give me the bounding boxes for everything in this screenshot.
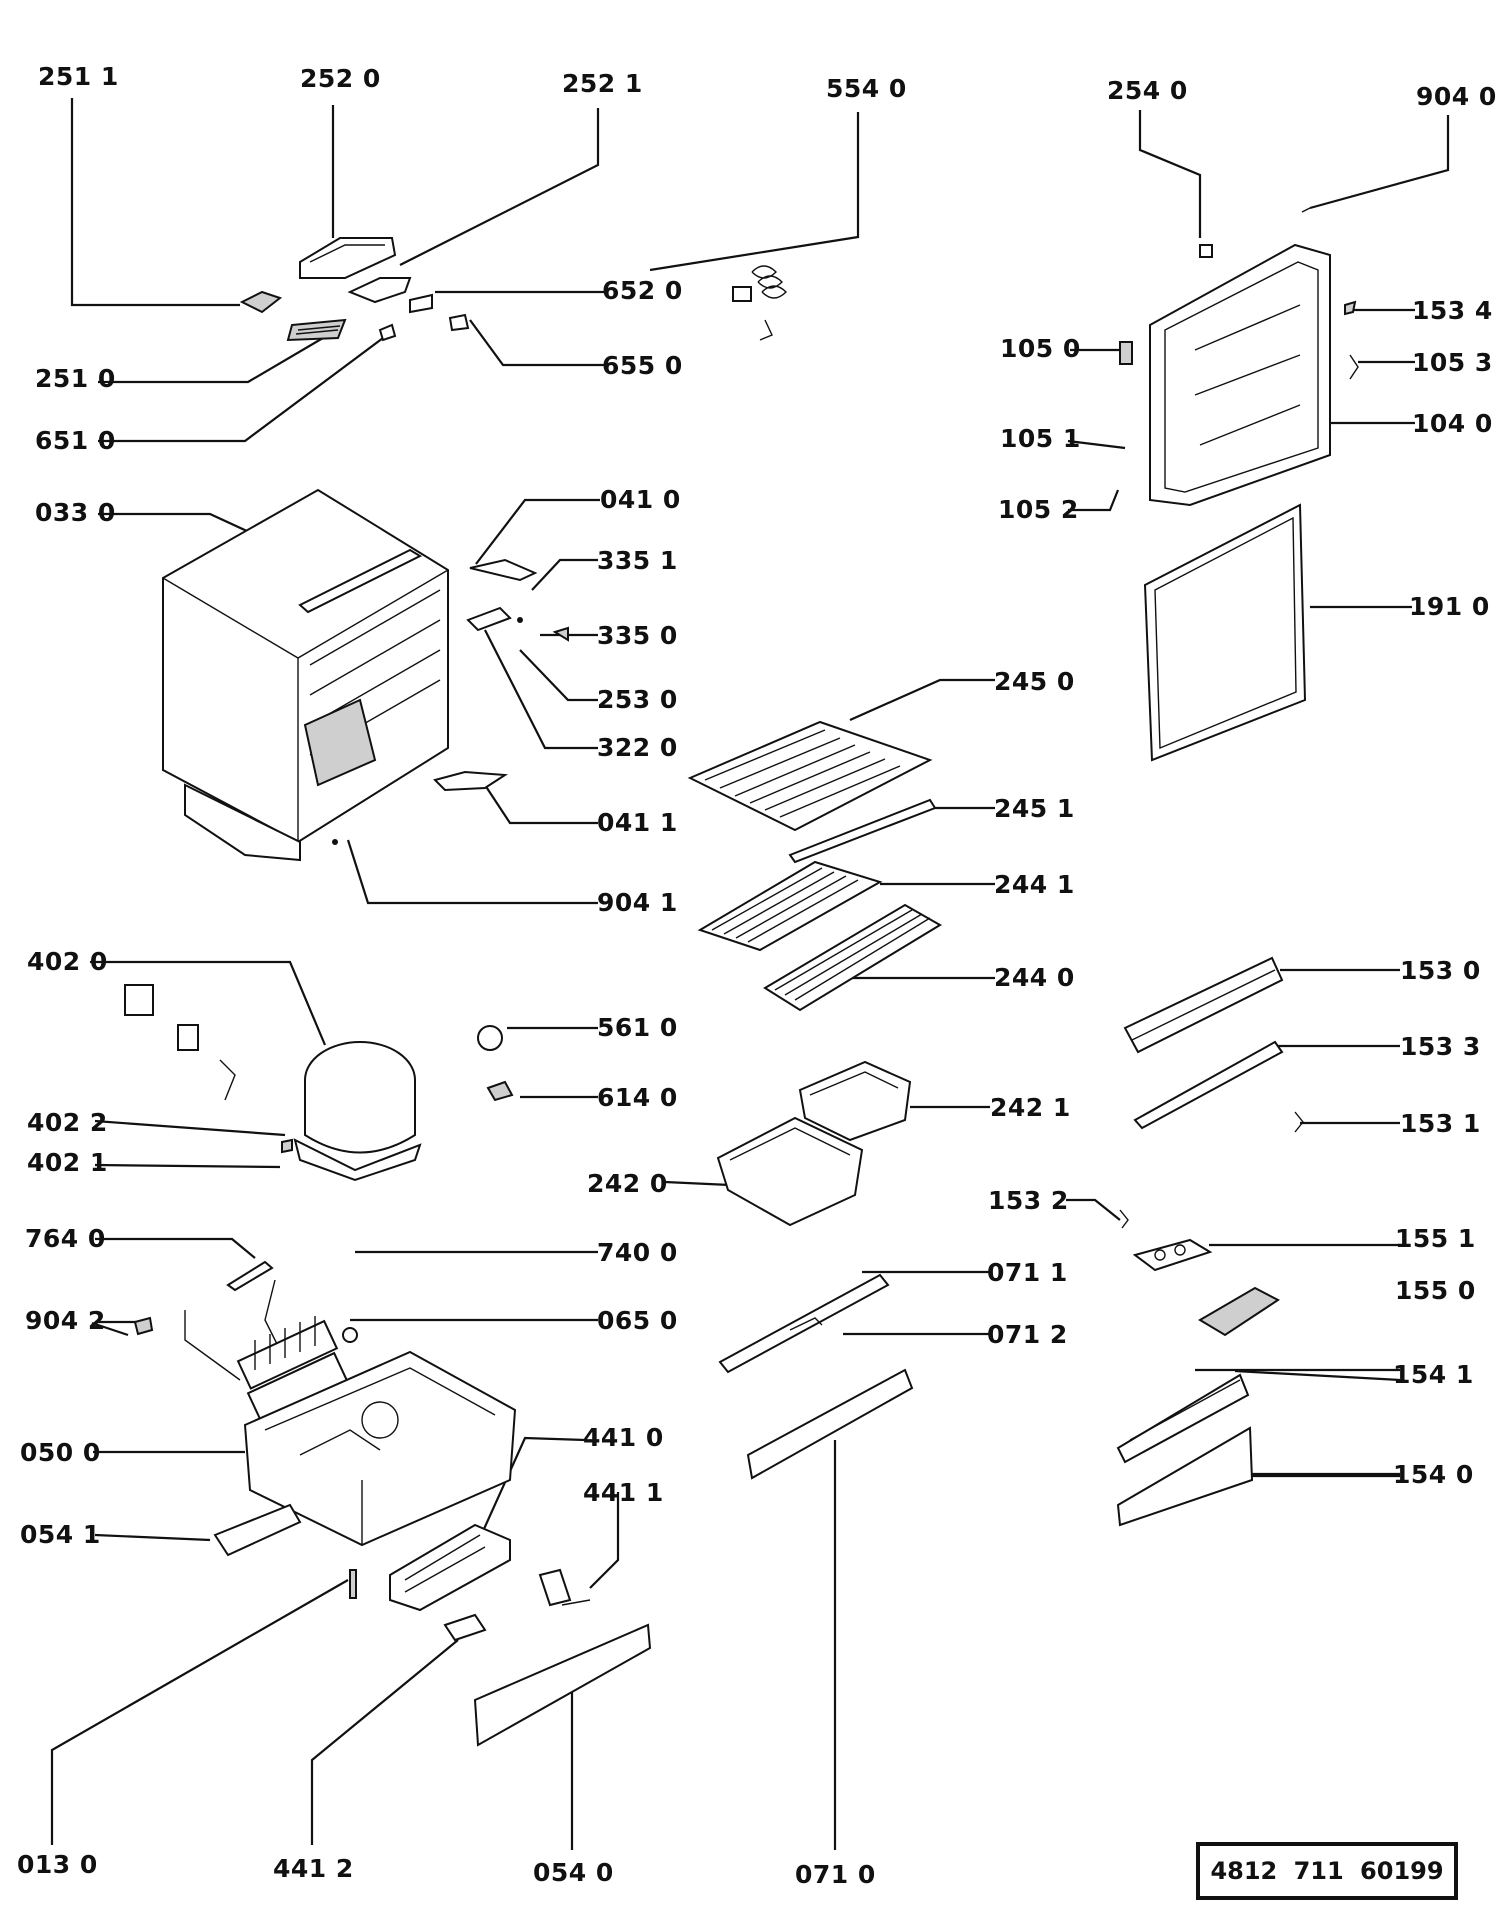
part-label-071-1: 071 1 [987, 1258, 1068, 1287]
part-label-335-0: 335 0 [597, 621, 678, 650]
part-label-651-0: 651 0 [35, 426, 116, 455]
part-label-242-0: 242 0 [587, 1169, 668, 1198]
part-label-655-0: 655 0 [602, 351, 683, 380]
part-label-904-1: 904 1 [597, 888, 678, 917]
part-label-402-1: 402 1 [27, 1148, 108, 1177]
part-label-071-2: 071 2 [987, 1320, 1068, 1349]
part-label-253-0: 253 0 [597, 685, 678, 714]
part-label-104-0: 104 0 [1412, 409, 1493, 438]
part-label-154-1: 154 1 [1393, 1360, 1474, 1389]
part-label-153-0: 153 0 [1400, 956, 1481, 985]
part-label-242-1: 242 1 [990, 1093, 1071, 1122]
part-label-105-1: 105 1 [1000, 424, 1081, 453]
part-label-013-0: 013 0 [17, 1850, 98, 1879]
part-label-561-0: 561 0 [597, 1013, 678, 1042]
reference-code-box: 4812 711 60199 [1196, 1842, 1458, 1900]
part-label-245-1: 245 1 [994, 794, 1075, 823]
part-label-153-2: 153 2 [988, 1186, 1069, 1215]
part-label-153-3: 153 3 [1400, 1032, 1481, 1061]
part-label-041-0: 041 0 [600, 485, 681, 514]
part-label-252-0: 252 0 [300, 64, 381, 93]
part-label-251-0: 251 0 [35, 364, 116, 393]
part-label-191-0: 191 0 [1409, 592, 1490, 621]
part-label-335-1: 335 1 [597, 546, 678, 575]
part-label-652-0: 652 0 [602, 276, 683, 305]
part-label-105-0: 105 0 [1000, 334, 1081, 363]
part-label-154-0: 154 0 [1393, 1460, 1474, 1489]
part-label-245-0: 245 0 [994, 667, 1075, 696]
part-label-441-0: 441 0 [583, 1423, 664, 1452]
part-label-244-0: 244 0 [994, 963, 1075, 992]
part-label-033-0: 033 0 [35, 498, 116, 527]
part-label-050-0: 050 0 [20, 1438, 101, 1467]
part-label-322-0: 322 0 [597, 733, 678, 762]
part-label-153-1: 153 1 [1400, 1109, 1481, 1138]
part-label-041-1: 041 1 [597, 808, 678, 837]
part-label-614-0: 614 0 [597, 1083, 678, 1112]
part-label-155-0: 155 0 [1395, 1276, 1476, 1305]
part-label-904-2: 904 2 [25, 1306, 106, 1335]
part-label-441-2: 441 2 [273, 1854, 354, 1883]
part-drawings [124, 207, 1359, 1747]
part-label-740-0: 740 0 [597, 1238, 678, 1267]
part-label-065-0: 065 0 [597, 1306, 678, 1335]
part-label-254-0: 254 0 [1107, 76, 1188, 105]
part-label-402-2: 402 2 [27, 1108, 108, 1137]
part-label-153-4: 153 4 [1412, 296, 1493, 325]
part-label-402-0: 402 0 [27, 947, 108, 976]
part-label-244-1: 244 1 [994, 870, 1075, 899]
part-label-054-0: 054 0 [533, 1858, 614, 1887]
part-label-764-0: 764 0 [25, 1224, 106, 1253]
part-label-054-1: 054 1 [20, 1520, 101, 1549]
part-label-252-1: 252 1 [562, 69, 643, 98]
part-label-105-3: 105 3 [1412, 348, 1493, 377]
part-label-904-0: 904 0 [1416, 82, 1497, 111]
part-label-251-1: 251 1 [38, 62, 119, 91]
leader-lines [50, 98, 1450, 1850]
part-label-071-0: 071 0 [795, 1860, 876, 1889]
part-label-155-1: 155 1 [1395, 1224, 1476, 1253]
reference-code: 4812 711 60199 [1210, 1857, 1444, 1885]
part-label-554-0: 554 0 [826, 74, 907, 103]
part-label-105-2: 105 2 [998, 495, 1079, 524]
part-label-441-1: 441 1 [583, 1478, 664, 1507]
